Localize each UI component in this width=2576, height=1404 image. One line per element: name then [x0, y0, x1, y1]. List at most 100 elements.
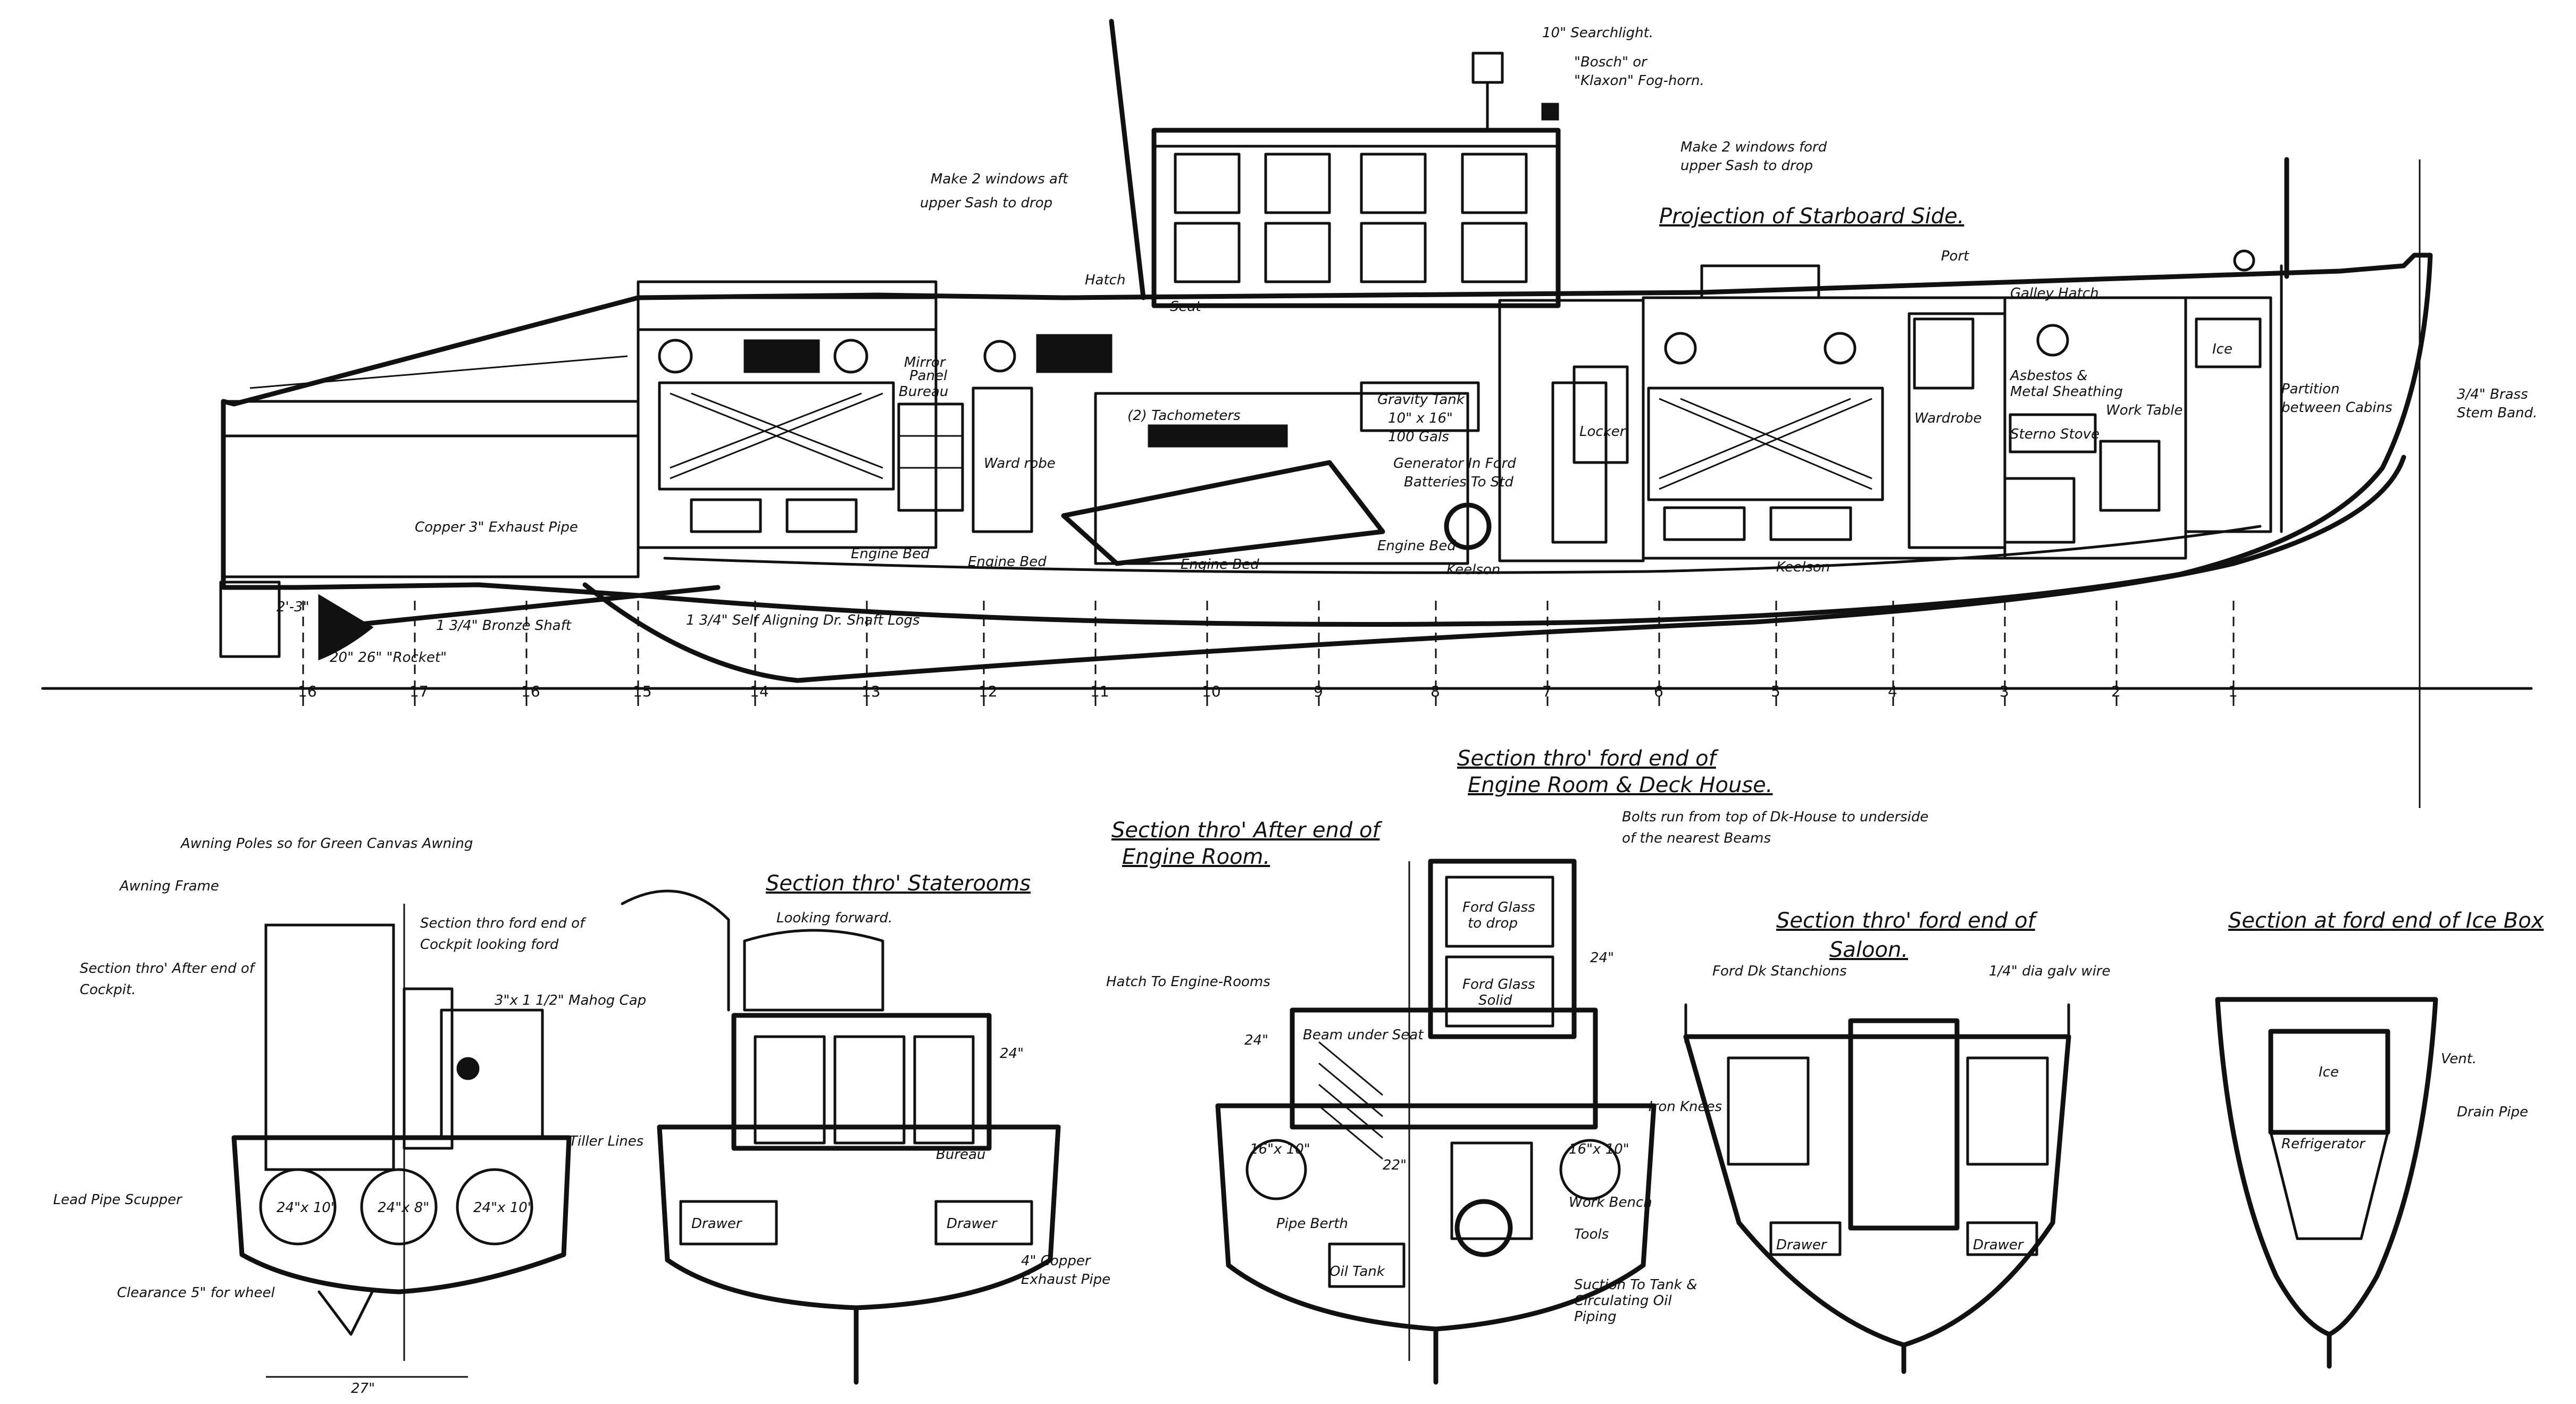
station-label: 8 [1431, 683, 1440, 700]
pilot-house [1151, 128, 1561, 308]
label-shaft-logs: 1 3/4" Self Aligning Dr. Shaft Logs [686, 612, 920, 628]
label-sterno: Sterno Stove [2010, 426, 2100, 442]
saloon-drawer-right [1966, 1221, 2038, 1256]
label-awning-frame: Awning Frame [119, 878, 219, 894]
porthole-1 [658, 339, 693, 374]
porthole-6 [2036, 324, 2069, 357]
davit-arm [621, 889, 730, 1012]
label-ford-glass-solid: Ford Glass [1462, 977, 1535, 993]
locker-upper [1573, 365, 1629, 464]
label-drain: Drain Pipe [2457, 1104, 2528, 1120]
aft-wardrobe [972, 386, 1033, 533]
cockpit-outline [222, 400, 640, 578]
label-pipe-berth: Pipe Berth [1276, 1216, 1348, 1232]
label-dim-24b: 24" [1244, 1032, 1268, 1048]
station-label: 12 [978, 683, 998, 700]
label-engine-bed: Engine Bed [851, 546, 930, 562]
aft-drawer-1 [690, 498, 762, 533]
label-gravity-tank: 100 Gals [1388, 429, 1449, 445]
station-label: 5 [1771, 683, 1780, 700]
label-vent: Vent. [2441, 1051, 2477, 1067]
engine-cylinders [1148, 424, 1288, 448]
label-work-table: Work Table [2106, 402, 2182, 418]
station-marks [302, 601, 2235, 712]
section-cockpit: Awning Poles so for Green Canvas Awning … [53, 836, 646, 1397]
label-wardrobe: Wardrobe [1914, 410, 1982, 426]
galley-locker-2 [2099, 440, 2161, 512]
label-bureau: Bureau [936, 1147, 985, 1163]
label-exhaust: Copper 3" Exhaust Pipe [415, 519, 578, 535]
label-clearance: Clearance 5" for wheel [117, 1285, 275, 1301]
label-looking-forward: Looking forward. [776, 910, 892, 926]
label-ice: Ice [2319, 1064, 2339, 1080]
station-label: 10 [1202, 683, 1221, 700]
drawer-left [679, 1200, 778, 1246]
icebox-compartment [2268, 1029, 2390, 1135]
label-circ-oil: Piping [1574, 1309, 1617, 1325]
hull-outline [221, 253, 2433, 627]
label-tank-1: 24"x 10" [277, 1200, 337, 1216]
station-label: 13 [862, 683, 881, 700]
station-label: 16 [521, 683, 540, 700]
propeller-shaft [327, 585, 721, 630]
label-bolts-note: of the nearest Beams [1622, 830, 1771, 846]
label-bronze-shaft: 1 3/4" Bronze Shaft [436, 618, 572, 634]
label-tank-3: 24"x 10" [473, 1200, 534, 1216]
title-sec-icebox: Section at ford end of Ice Box [2228, 909, 2544, 933]
engine-deck-house [1290, 1007, 1598, 1130]
title-sec-engine-aft: Section thro' After end of [1111, 818, 1383, 843]
label-seat: Seat [1170, 299, 1201, 315]
aft-stateroom-house [637, 280, 938, 549]
dinghy [743, 929, 884, 1012]
icebox-door [2195, 317, 2262, 368]
stateroom-panel-3 [913, 1035, 975, 1145]
pilot-window-7 [1461, 153, 1528, 214]
label-windows-aft: upper Sash to drop [920, 195, 1052, 211]
label-mirror: Mirror [904, 355, 947, 371]
projection-title: Projection of Starboard Side. [1659, 204, 1964, 229]
mast [1109, 19, 1146, 300]
searchlight [1471, 52, 1504, 84]
label-windows-aft: Make 2 windows aft [931, 171, 1068, 187]
label-sec-cockpit-ford: Section thro ford end of [420, 915, 587, 931]
label-refrigerator: Refrigerator [2281, 1136, 2366, 1152]
station-label: 7 [1542, 683, 1552, 700]
label-tank-4: 16"x 10" [1250, 1141, 1310, 1157]
aft-drawer-2 [785, 498, 858, 533]
cockpit-hull [231, 1135, 572, 1294]
label-lead-pipe: Lead Pipe Scupper [53, 1192, 183, 1208]
pilot-window-3 [1264, 153, 1331, 214]
label-asbestos: Metal Sheathing [2010, 384, 2123, 400]
label-sec-cockpit-ford: Cockpit looking ford [420, 937, 559, 953]
ford-glass-solid [1445, 955, 1554, 1028]
saloon-house [1642, 296, 2006, 560]
label-partition: between Cabins [2281, 400, 2393, 416]
label-windows-ford: upper Sash to drop [1680, 158, 1813, 174]
label-wardrobe-aft: Ward robe [984, 456, 1056, 472]
bulkhead-hatching [1318, 1041, 1383, 1160]
label-drawer: Drawer [947, 1216, 998, 1232]
icebox-hull [2215, 997, 2438, 1337]
stateroom-panel-1 [754, 1035, 826, 1145]
label-searchlight: 10" Searchlight. [1542, 25, 1653, 41]
stateroom-panel-2 [833, 1035, 906, 1145]
keel-line [582, 455, 2406, 683]
aft-window [743, 339, 820, 373]
label-partition: Partition [2281, 381, 2340, 397]
label-stem-band: Stem Band. [2457, 405, 2537, 421]
label-galley-hatch: Galley Hatch [2010, 285, 2099, 301]
label-awning-note: Awning Poles so for Green Canvas Awning [180, 836, 473, 852]
label-port: Port [1941, 248, 1969, 264]
label-gravity-tank: 10" x 16" [1388, 410, 1453, 426]
label-beam-under-seat: Beam under Seat [1303, 1027, 1424, 1043]
tank-3 [456, 1168, 533, 1246]
starboard-profile: 16 17 16 15 14 13 12 11 10 9 8 7 6 5 4 3… [41, 19, 2537, 808]
label-ford-glass-drop: to drop [1468, 915, 1518, 931]
label-dim-24a: 24" [1000, 1046, 1024, 1062]
oil-tank [1328, 1242, 1406, 1288]
pilot-window-5 [1360, 153, 1427, 214]
title-sec-engine-ford: Section thro' ford end of [1457, 746, 1719, 771]
section-staterooms: Section thro' Staterooms Looking forward… [621, 871, 1110, 1385]
engine-block [1061, 460, 1385, 566]
pilot-window-6 [1360, 222, 1427, 283]
